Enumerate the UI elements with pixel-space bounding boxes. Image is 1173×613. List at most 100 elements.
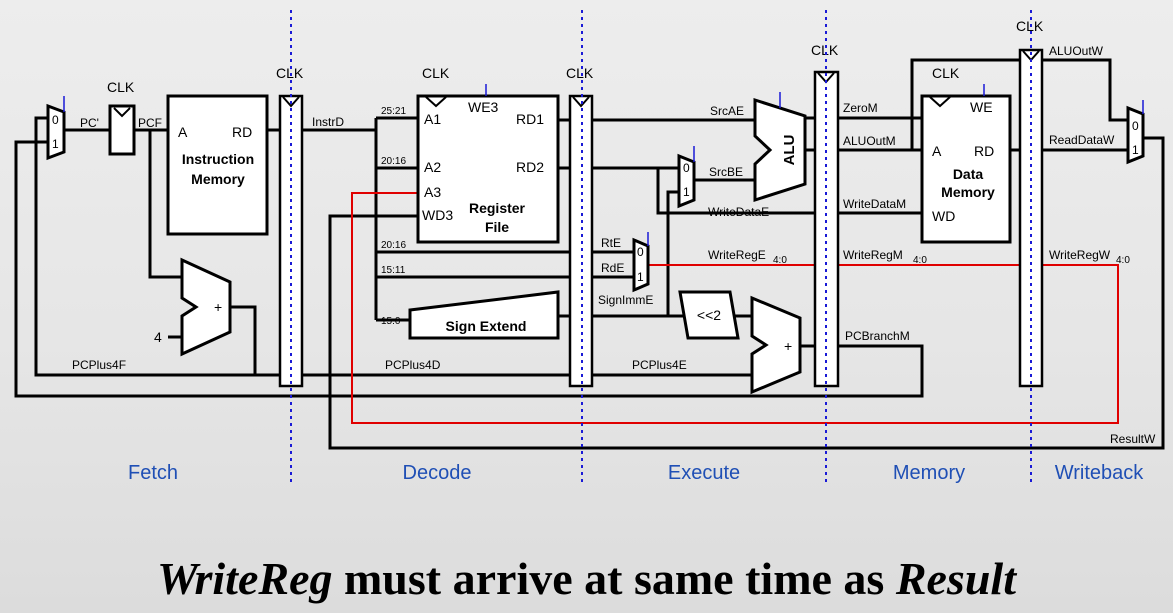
svg-text:RD: RD (232, 124, 252, 140)
bits-20-16-b: 20:16 (381, 240, 406, 251)
shift-left-2: <<2 (678, 290, 740, 340)
svg-text:CLK: CLK (932, 65, 960, 81)
pcbranchm-label: PCBranchM (845, 329, 910, 343)
stage-label-fetch: Fetch (128, 462, 178, 484)
svg-text:WriteRegE: WriteRegE (708, 248, 766, 262)
svg-text:Memory: Memory (191, 171, 245, 187)
svg-text:+: + (214, 299, 222, 315)
aluoutm-label: ALUOutM (843, 134, 896, 148)
caption-part-2: must arrive at same time as (332, 553, 896, 604)
slide-caption: WriteReg must arrive at same time as Res… (0, 552, 1173, 605)
stage-dividers (290, 10, 1032, 482)
svg-text:Data: Data (953, 166, 984, 182)
svg-text:0: 0 (52, 113, 59, 127)
wires (14, 58, 1165, 450)
svg-text:WD3: WD3 (422, 207, 453, 223)
writeregm-label: WriteRegM 4:0 (843, 248, 927, 266)
instrd-label: InstrD (312, 115, 344, 129)
srcae-label: SrcAE (710, 104, 744, 118)
svg-text:A2: A2 (424, 159, 441, 175)
stage-label-decode: Decode (403, 462, 472, 484)
bits-15-0: 15:0 (381, 316, 401, 327)
data-memory: CLK WE A RD Data Memory WD (920, 65, 1012, 244)
pc-register: CLK (107, 79, 136, 156)
svg-text:Memory: Memory (941, 184, 995, 200)
srcb-mux: 0 1 (677, 146, 696, 209)
aluoutw-label: ALUOutW (1049, 44, 1104, 58)
svg-text:CLK: CLK (422, 65, 450, 81)
writereg-highlight-path (351, 192, 1119, 424)
svg-text:RD: RD (974, 143, 994, 159)
resultw-label: ResultW (1110, 432, 1156, 446)
svg-text:Sign Extend: Sign Extend (446, 318, 527, 334)
svg-text:1: 1 (1132, 143, 1139, 157)
alu: ALU (753, 92, 807, 203)
caption-part-1: WriteReg (157, 553, 333, 604)
readdataw-label: ReadDataW (1049, 133, 1115, 147)
caption-part-3: Result (895, 553, 1016, 604)
stage-label-writeback: Writeback (1055, 462, 1145, 484)
const-4-label: 4 (154, 329, 162, 345)
svg-text:CLK: CLK (811, 42, 839, 58)
svg-text:WE: WE (970, 99, 993, 115)
pcplus4f-label: PCPlus4F (72, 358, 126, 372)
pcplus4-adder: + (180, 257, 232, 357)
svg-text:A: A (932, 143, 942, 159)
svg-text:WD: WD (932, 208, 955, 224)
writeregw-label: WriteRegW 4:0 (1049, 248, 1130, 266)
svg-text:WriteRegM: WriteRegM (843, 248, 903, 262)
writerege-label: WriteRegE 4:0 (708, 248, 787, 266)
bits-25-21: 25:21 (381, 106, 406, 117)
fd-pipeline-register: CLK (276, 65, 304, 388)
writereg-mux: 0 1 (632, 232, 650, 293)
pcplus4d-label: PCPlus4D (385, 358, 441, 372)
svg-text:WE3: WE3 (468, 99, 499, 115)
svg-text:A: A (178, 124, 188, 140)
sign-extend: Sign Extend (408, 290, 560, 340)
svg-text:RD2: RD2 (516, 159, 544, 175)
svg-text:+: + (784, 338, 792, 354)
writedatae-label: WriteDataE (708, 205, 769, 219)
result-mux: 0 1 (1126, 100, 1145, 165)
svg-text:A3: A3 (424, 184, 441, 200)
svg-text:RD1: RD1 (516, 111, 544, 127)
stage-label-execute: Execute (668, 462, 740, 484)
stage-label-memory: Memory (893, 462, 965, 484)
svg-text:Instruction: Instruction (182, 151, 254, 167)
svg-text:CLK: CLK (1016, 18, 1044, 34)
svg-text:0: 0 (683, 161, 690, 175)
pcf-label: PCF (138, 116, 162, 130)
svg-text:CLK: CLK (566, 65, 594, 81)
pcplus4e-label: PCPlus4E (632, 358, 687, 372)
bits-15-11: 15:11 (381, 265, 406, 276)
svg-text:1: 1 (683, 185, 690, 199)
instruction-memory: A RD Instruction Memory (166, 94, 269, 236)
mw-pipeline-register: CLK (1016, 18, 1044, 388)
svg-text:WriteRegW: WriteRegW (1049, 248, 1111, 262)
de-pipeline-register: CLK (566, 65, 594, 388)
svg-text:A1: A1 (424, 111, 441, 127)
svg-text:0: 0 (1132, 119, 1139, 133)
svg-text:<<2: <<2 (697, 307, 721, 323)
pcbranch-adder: + (750, 295, 802, 395)
pc-prime-label: PC' (80, 116, 99, 130)
srcbe-label: SrcBE (709, 165, 743, 179)
svg-text:Register: Register (469, 200, 526, 216)
svg-text:0: 0 (637, 245, 644, 259)
signimme-label: SignImmE (598, 293, 653, 307)
rte-label: RtE (601, 236, 621, 250)
bits-20-16-a: 20:16 (381, 156, 406, 167)
svg-text:1: 1 (52, 137, 59, 151)
svg-text:4:0: 4:0 (1116, 255, 1130, 266)
svg-text:ALU: ALU (781, 135, 798, 166)
svg-text:CLK: CLK (276, 65, 304, 81)
svg-text:4:0: 4:0 (773, 255, 787, 266)
svg-text:File: File (485, 219, 509, 235)
writedatam-label: WriteDataM (843, 197, 906, 211)
svg-text:CLK: CLK (107, 79, 135, 95)
pc-mux: 0 1 (46, 96, 66, 161)
rde-label: RdE (601, 261, 624, 275)
register-file: CLK WE3 A1 RD1 A2 RD2 A3 WD3 Register Fi… (416, 65, 560, 244)
zerom-label: ZeroM (843, 101, 878, 115)
